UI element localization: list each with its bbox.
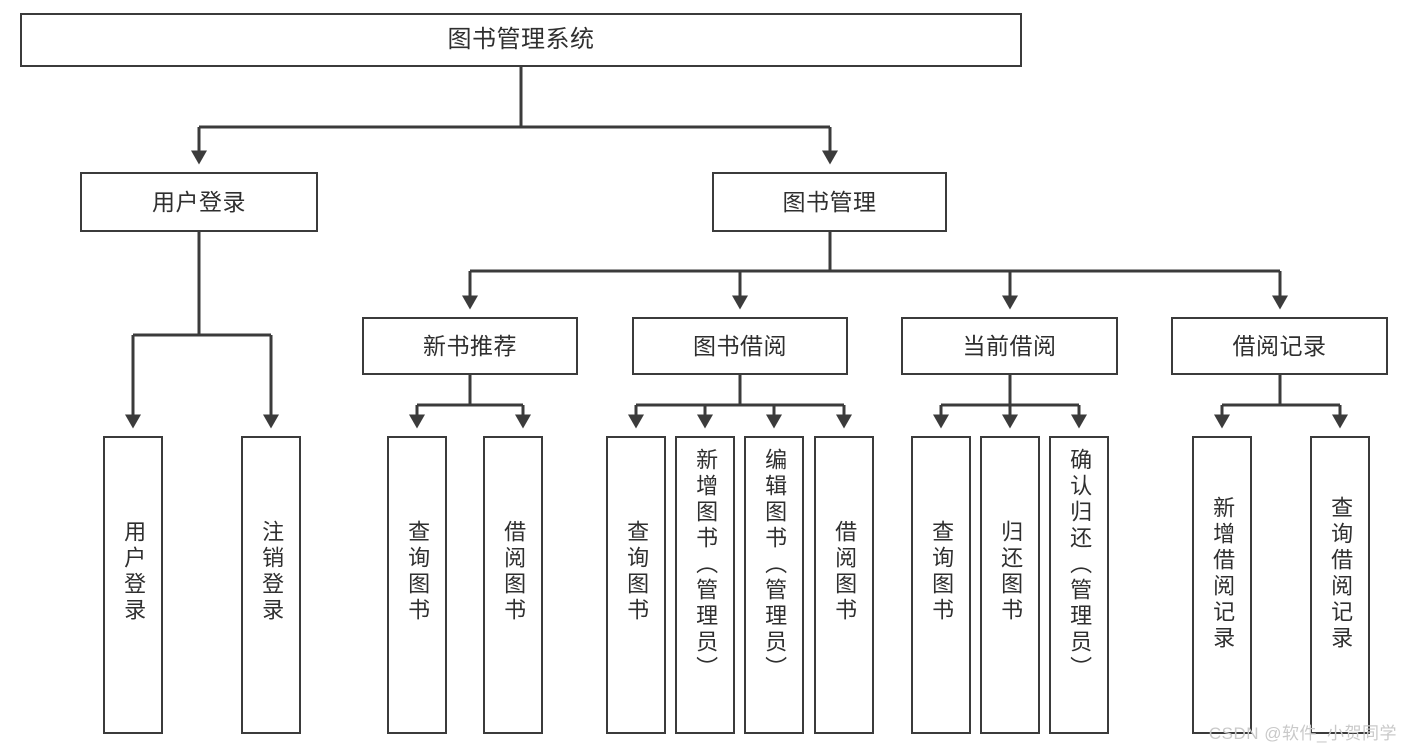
node-label: 编辑图书（管理员） (762, 448, 788, 682)
node-new-book-recommend[interactable]: 新书推荐 (362, 317, 578, 375)
node-label: 图书借阅 (693, 332, 787, 359)
leaf-current-query-book[interactable]: 查询图书 (911, 436, 971, 734)
node-label: 图书管理 (782, 188, 877, 215)
leaf-user-login-login[interactable]: 用户登录 (103, 436, 163, 734)
leaf-user-login-logout[interactable]: 注销登录 (241, 436, 301, 734)
node-label: 查询图书 (624, 520, 650, 624)
node-label: 当前借阅 (962, 332, 1057, 359)
leaf-recommend-query-book[interactable]: 查询图书 (387, 436, 447, 734)
node-borrow-record[interactable]: 借阅记录 (1171, 317, 1388, 375)
node-label: 注销登录 (259, 520, 285, 624)
node-label: 查询图书 (929, 520, 955, 624)
node-label: 归还图书 (998, 520, 1024, 624)
node-label: 确认归还（管理员） (1067, 448, 1093, 682)
node-label: 图书管理系统 (447, 26, 595, 53)
leaf-current-return-book[interactable]: 归还图书 (980, 436, 1040, 734)
node-book-borrow[interactable]: 图书借阅 (632, 317, 848, 375)
node-user-login[interactable]: 用户登录 (80, 172, 318, 232)
leaf-record-query-record[interactable]: 查询借阅记录 (1310, 436, 1370, 734)
node-label: 借阅记录 (1232, 332, 1327, 359)
node-root-system[interactable]: 图书管理系统 (20, 13, 1022, 67)
leaf-borrow-query-book[interactable]: 查询图书 (606, 436, 666, 734)
node-label: 借阅图书 (832, 520, 858, 624)
node-label: 新增借阅记录 (1210, 496, 1236, 652)
node-label: 借阅图书 (501, 520, 527, 624)
csdn-watermark: CSDN @软件_小贺同学 (1208, 724, 1397, 743)
leaf-borrow-add-book-admin[interactable]: 新增图书（管理员） (675, 436, 735, 734)
node-label: 查询借阅记录 (1328, 496, 1354, 652)
node-label: 新增图书（管理员） (693, 448, 719, 682)
leaf-record-add-record[interactable]: 新增借阅记录 (1192, 436, 1252, 734)
leaf-recommend-borrow-book[interactable]: 借阅图书 (483, 436, 543, 734)
node-book-management[interactable]: 图书管理 (712, 172, 947, 232)
node-label: 用户登录 (152, 188, 246, 215)
node-label: 用户登录 (121, 520, 147, 624)
leaf-borrow-borrow-book[interactable]: 借阅图书 (814, 436, 874, 734)
node-label: 查询图书 (405, 520, 431, 624)
leaf-current-confirm-return-admin[interactable]: 确认归还（管理员） (1049, 436, 1109, 734)
node-label: 新书推荐 (423, 332, 517, 359)
node-current-borrow[interactable]: 当前借阅 (901, 317, 1118, 375)
leaf-borrow-edit-book-admin[interactable]: 编辑图书（管理员） (744, 436, 804, 734)
